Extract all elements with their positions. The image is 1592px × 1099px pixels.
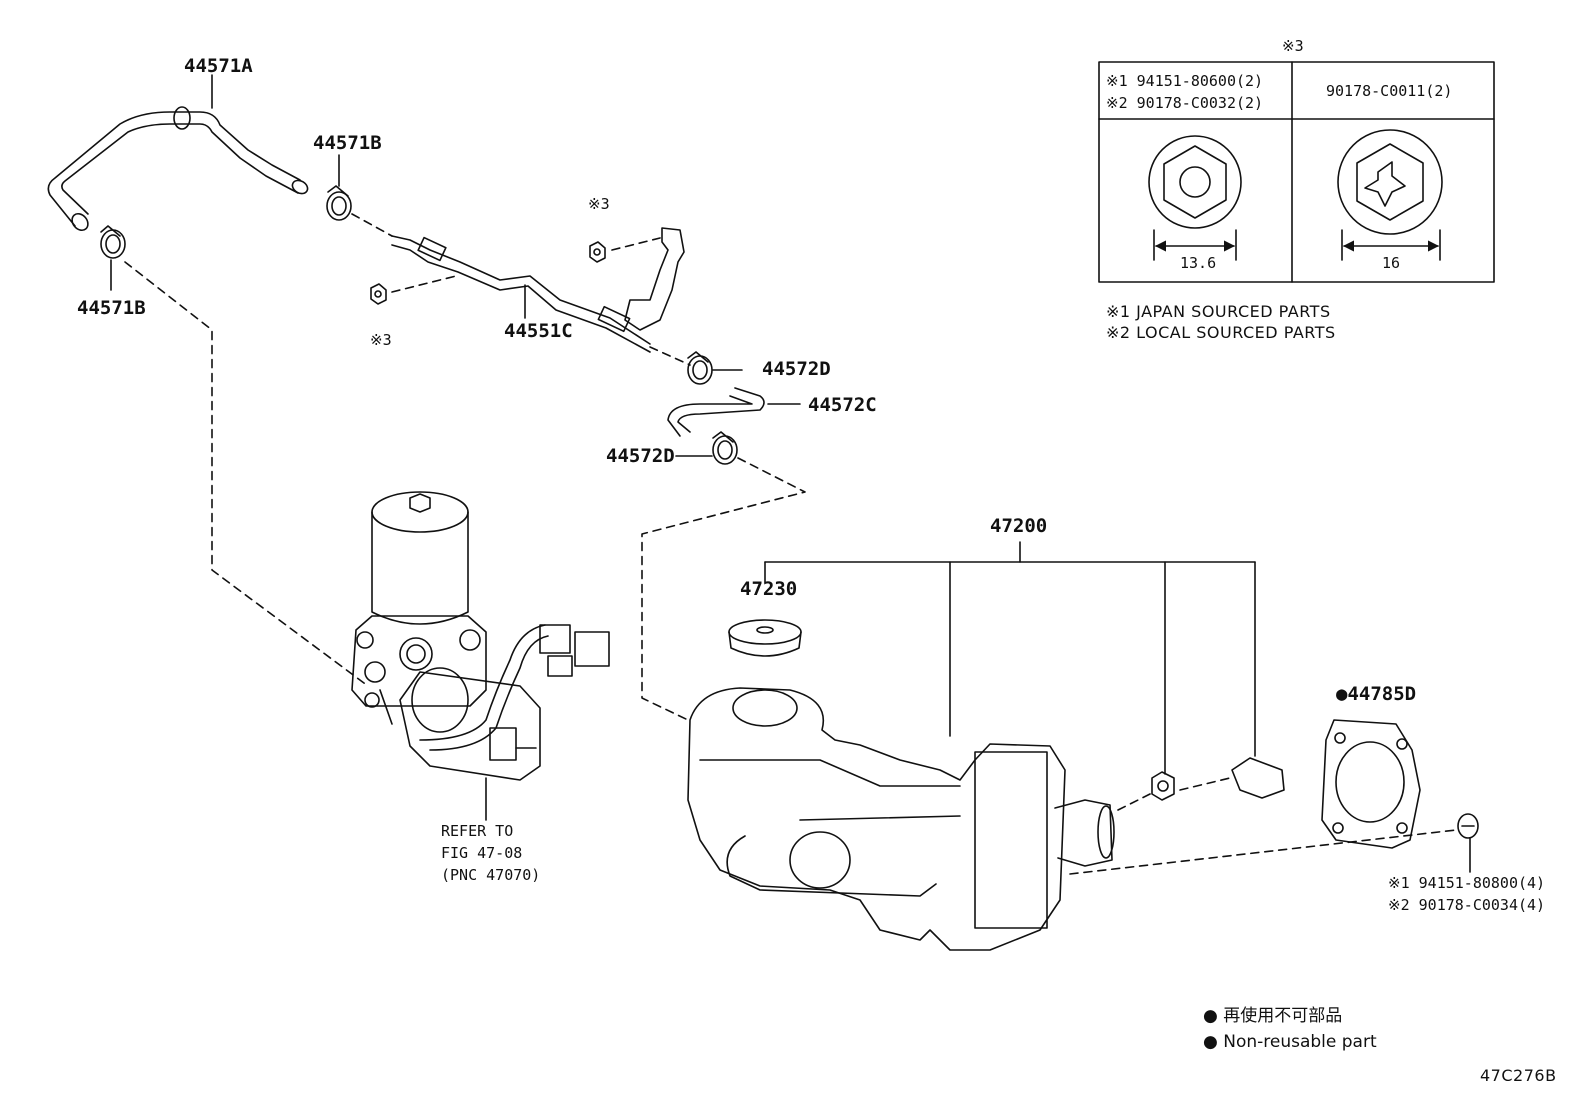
- bracket: [611, 227, 685, 331]
- reservoir-cap-47230: [728, 619, 802, 657]
- label-44571b-left: 44571B: [77, 297, 146, 319]
- gasket-44785d: [1321, 719, 1421, 849]
- pump-assembly: [351, 491, 610, 821]
- figure-id: 47C276B: [1480, 1066, 1557, 1085]
- clip-44572d-top: [687, 351, 743, 385]
- nut-spec-table: [1098, 61, 1495, 283]
- booster-nut: [1117, 771, 1175, 811]
- group-bracket-47200: [764, 541, 1256, 775]
- label-47230: 47230: [740, 578, 798, 600]
- source-note-japan: ※1 JAPAN SOURCED PARTS: [1106, 302, 1331, 321]
- pipe-44551c: [391, 235, 691, 366]
- table-dim-13-6: 13.6: [1180, 254, 1217, 272]
- label-44551c: 44551C: [504, 320, 573, 342]
- refer-note-line3: (PNC 47070): [441, 866, 541, 884]
- table-col1-line1: ※1 94151-80600(2): [1106, 72, 1264, 90]
- bolt-note-line2: ※2 90178-C0034(4): [1388, 896, 1546, 914]
- legend-non-reusable-jp: ● 再使用不可部品: [1203, 1006, 1343, 1026]
- clevis: [1179, 757, 1285, 799]
- clip-44571b-top: [326, 154, 393, 237]
- label-44572c: 44572C: [808, 394, 877, 416]
- label-44572d-bottom: 44572D: [606, 445, 675, 467]
- hose-44572c: [667, 387, 801, 437]
- label-44572d-top: 44572D: [762, 358, 831, 380]
- bolt-note-line1: ※1 94151-80800(4): [1388, 874, 1546, 892]
- table-dim-16: 16: [1382, 254, 1401, 272]
- table-title: ※3: [1282, 37, 1304, 55]
- label-44571a: 44571A: [184, 55, 253, 77]
- label-44571b-top: 44571B: [313, 132, 382, 154]
- clip-44571b-left: [100, 225, 126, 291]
- hose-44571a: [47, 74, 309, 232]
- label-star3-left: ※3: [370, 331, 392, 349]
- table-col2-header: 90178-C0011(2): [1326, 82, 1453, 100]
- label-star3-top: ※3: [588, 195, 610, 213]
- bolt: [1069, 813, 1479, 875]
- refer-note-line1: REFER TO: [441, 822, 514, 840]
- master-cylinder-assembly: [687, 687, 1115, 951]
- refer-note-line2: FIG 47-08: [441, 844, 523, 862]
- legend-non-reusable-en: ● Non-reusable part: [1203, 1032, 1377, 1052]
- nut-top: [589, 241, 606, 263]
- label-44785d: ●44785D: [1336, 683, 1417, 705]
- nut-left: [370, 275, 457, 305]
- label-47200: 47200: [990, 515, 1048, 537]
- source-note-local: ※2 LOCAL SOURCED PARTS: [1106, 323, 1336, 342]
- table-col1-line2: ※2 90178-C0032(2): [1106, 94, 1264, 112]
- clip-44572d-bottom: [675, 431, 738, 465]
